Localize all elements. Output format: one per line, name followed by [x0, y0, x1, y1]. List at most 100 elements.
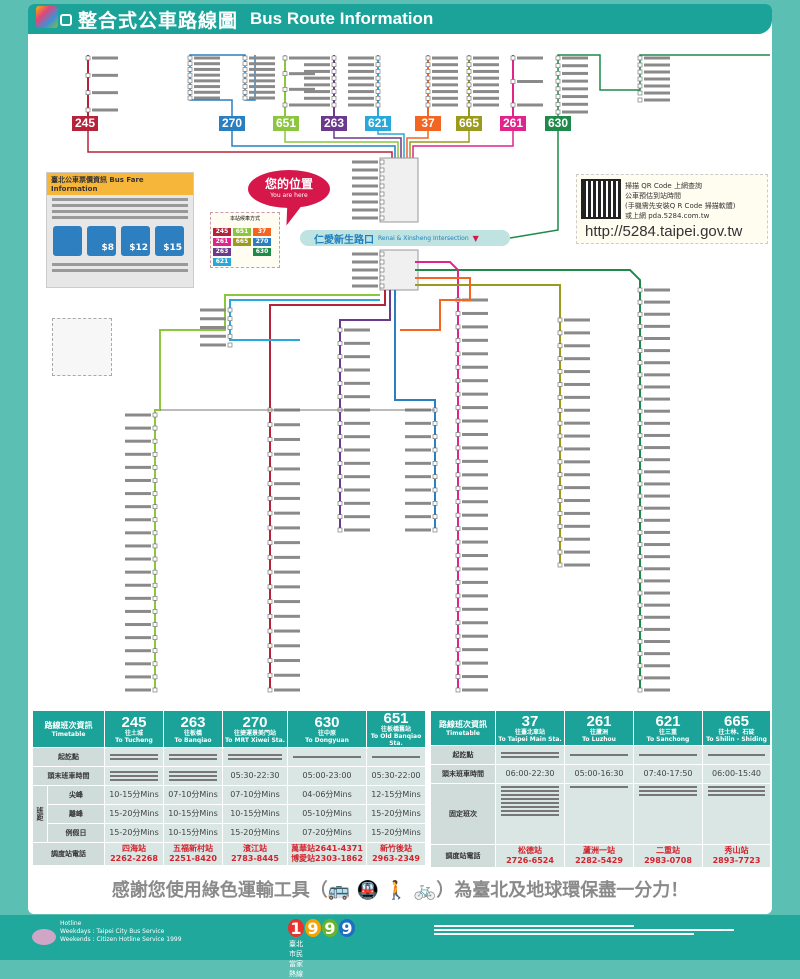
route-label-263[interactable]: 263 [321, 116, 347, 131]
digit: 9 [339, 919, 355, 938]
stop-name [564, 563, 590, 567]
route-number: 651 [383, 711, 409, 727]
stop-marker [152, 530, 158, 536]
stop-name [644, 300, 670, 304]
stop-name [249, 90, 275, 94]
stop-marker [466, 102, 472, 108]
stop-marker [337, 354, 343, 359]
route-label-270[interactable]: 270 [219, 116, 245, 131]
stop-marker [455, 526, 461, 531]
stop-name [462, 379, 488, 383]
timetable-header: 路線班次資訊 [44, 720, 93, 730]
route-line [415, 261, 459, 690]
stop-marker [555, 78, 561, 84]
stop-marker [337, 421, 343, 426]
stop-marker [637, 675, 643, 681]
website-link[interactable]: http://5284.taipei.gov.tw [585, 223, 743, 240]
stop-marker [455, 647, 461, 652]
stop-name [194, 85, 220, 89]
route-label-630[interactable]: 630 [545, 116, 571, 131]
stop-marker [455, 674, 461, 679]
route-label-651[interactable]: 651 [273, 116, 299, 131]
stop-marker [242, 61, 248, 67]
stop-name [644, 482, 670, 486]
stop-marker [337, 381, 343, 386]
cell: 05:30-22:00 [367, 767, 425, 785]
legend-route-chip: 263 [213, 248, 231, 256]
route-number: 245 [121, 713, 147, 731]
stop-name [462, 607, 488, 611]
legend-route-chip [233, 258, 251, 266]
stop-name [564, 460, 590, 464]
stop-name [644, 518, 670, 522]
cell-text: 松德站 [518, 846, 542, 855]
stop-name [274, 629, 300, 633]
route-label-261[interactable]: 261 [500, 116, 526, 131]
route-dest: 往蘆洲 [589, 728, 608, 736]
stop-name [274, 659, 300, 663]
stop-name [473, 76, 499, 80]
stop-marker [187, 89, 193, 95]
route-label-665[interactable]: 665 [456, 116, 482, 131]
stop-name [249, 79, 275, 83]
row-label: 尖峰 [48, 786, 104, 804]
stop-name [405, 528, 431, 532]
stop-marker [337, 487, 343, 493]
legend-route-chip: 665 [233, 238, 251, 246]
stop-marker [375, 55, 381, 61]
stop-name [274, 555, 300, 559]
stop-marker [337, 394, 343, 399]
stop-name [644, 77, 670, 81]
route-label-37[interactable]: 37 [415, 116, 441, 131]
route-dest: 往板橋舊站 [380, 726, 411, 733]
stop-marker [425, 55, 431, 61]
stop-name [473, 63, 499, 67]
stop-name [348, 90, 374, 94]
stop-name [125, 531, 151, 535]
stop-marker [152, 556, 158, 562]
route-label-621[interactable]: 621 [365, 116, 391, 131]
stop-marker [637, 614, 643, 620]
timetable-header-en: Timetable [51, 730, 86, 738]
stop-marker [267, 496, 273, 501]
stop-marker [455, 391, 461, 397]
stop-marker [557, 343, 563, 349]
stop-name [644, 336, 670, 340]
stop-marker [267, 510, 273, 516]
stop-marker [455, 378, 461, 383]
stop-name [304, 103, 330, 107]
stop-marker [152, 648, 158, 654]
stop-marker [637, 299, 643, 305]
stop-name [125, 478, 151, 482]
route-dest-en: To Luzhou [582, 735, 616, 743]
stop-marker [455, 633, 461, 639]
stop-name [274, 526, 300, 530]
stop-marker [379, 215, 385, 221]
stop-marker [331, 62, 337, 68]
stop-marker [337, 461, 343, 466]
stop-marker [425, 82, 431, 88]
cell-text: 新竹後站 [380, 844, 412, 853]
stop-marker [637, 445, 643, 450]
stop-marker [85, 90, 91, 95]
stop-name [200, 317, 226, 321]
stop-marker [555, 55, 561, 61]
stop-marker [637, 76, 643, 82]
stop-marker [432, 421, 438, 426]
route-label-245[interactable]: 245 [72, 116, 98, 131]
stop-marker [152, 543, 158, 549]
stop-marker [455, 499, 461, 505]
stop-name [462, 688, 488, 692]
stop-marker [379, 267, 385, 273]
stop-name [125, 570, 151, 574]
stop-name [194, 79, 220, 83]
route-dest-en: To Banqiao [174, 736, 212, 744]
stop-name [644, 373, 670, 377]
stop-name [644, 421, 670, 425]
legend-route-chip: 651 [233, 228, 251, 236]
stop-name [644, 98, 670, 102]
stop-name [344, 435, 370, 439]
stop-marker [637, 384, 643, 390]
